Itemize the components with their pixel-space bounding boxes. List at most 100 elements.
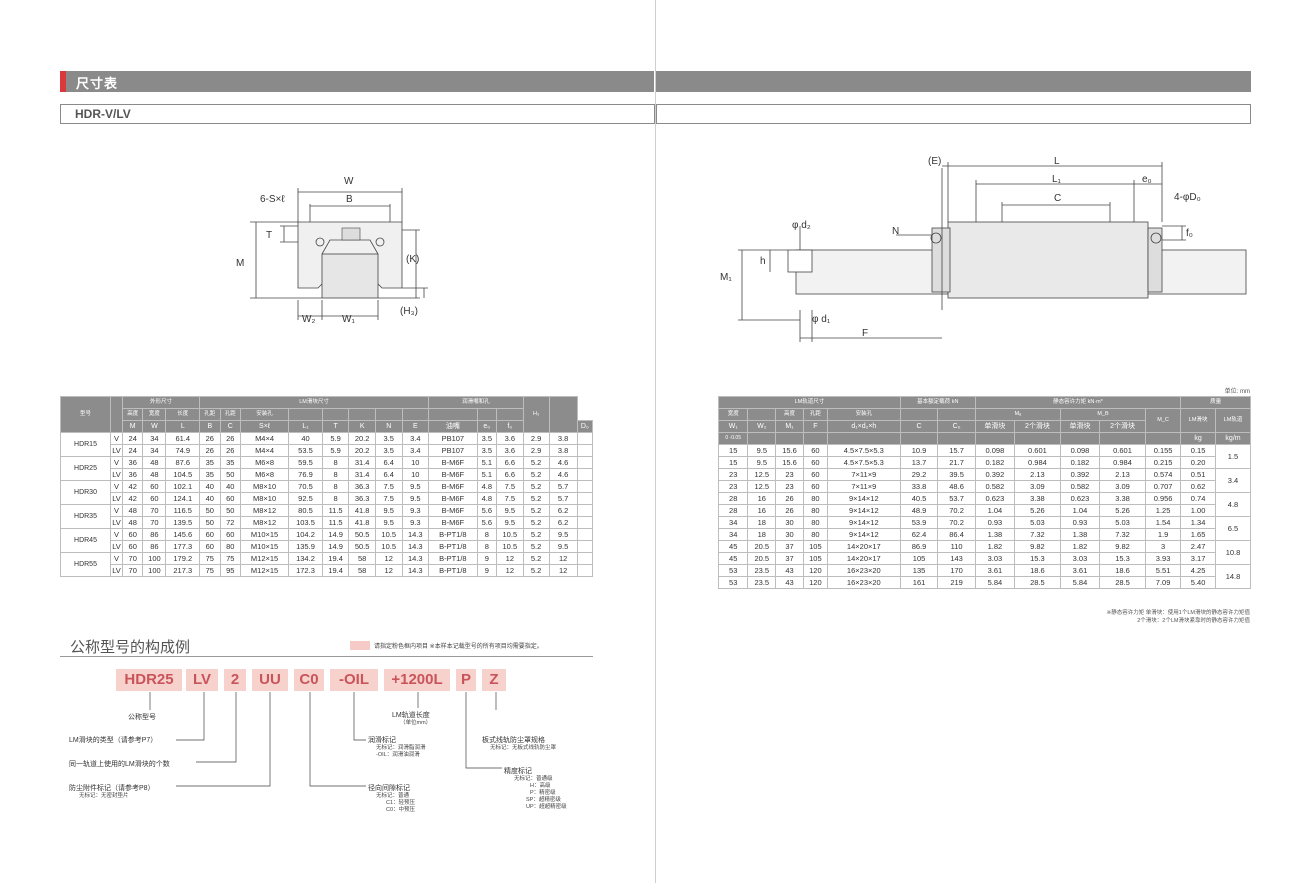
table-cell: 6.6 (496, 468, 524, 481)
table-cell: 5.1 (476, 456, 498, 469)
legend-text: 请指定粉色框内项目 ※本样本记载型号的所有项目均需要指定。 (374, 644, 543, 650)
table-cell: 12 (496, 552, 524, 565)
table-cell: M8×12 (239, 516, 290, 529)
code-block-type: LV (186, 669, 218, 691)
table-cell: 0.623 (1059, 492, 1101, 505)
table-cell: 0.098 (974, 444, 1015, 457)
table-cell: 5.2 (522, 564, 550, 577)
section-title-bar-right (656, 71, 1251, 92)
table-cell: 28 (717, 492, 749, 505)
table-cell: 48.9 (899, 504, 939, 517)
label-acc-sub4: SP：超精密级 (526, 797, 561, 803)
table-cell: 10.9 (899, 444, 939, 457)
table-cell: 9.5 (496, 504, 524, 517)
table-cell: 0.392 (974, 468, 1015, 481)
table-cell: B-M6F (428, 516, 478, 529)
dim-L: L (1054, 156, 1060, 167)
empty-cell (576, 480, 594, 493)
table-cell: M4×4 (239, 432, 290, 445)
table-cell: 4.8 (476, 492, 498, 505)
table-cell: 5.7 (548, 480, 578, 493)
table-cell: 9.5 (747, 456, 777, 469)
table-cell: M6×8 (239, 456, 290, 469)
sym-C: C (219, 420, 241, 433)
left-spec-table: 型号 外形尺寸 LM滑块尺寸 润滑嘴和孔 H₃ 高度 宽度 长度 孔距 孔距 安… (60, 396, 594, 577)
label-rail-dust-sub: 无标记：无板式线轨防尘罩 (490, 745, 557, 751)
table-cell: 10 (401, 468, 430, 481)
table-cell: 59.5 (288, 456, 323, 469)
table-cell: 50.5 (348, 528, 376, 541)
model-name: HDR-V/LV (75, 107, 131, 121)
label-length: LM轨道长度 (392, 712, 430, 719)
table-cell: 21.7 (937, 456, 976, 469)
table-cell: 35 (199, 456, 221, 469)
table-cell: 26 (199, 444, 221, 457)
table-cell: 60 (219, 528, 241, 541)
sym-nipple: 油嘴 (428, 420, 478, 433)
table-cell: 3.61 (1059, 564, 1101, 577)
table-cell: 7.5 (374, 492, 403, 505)
empty-cell (576, 468, 594, 481)
sym-M: M (121, 420, 144, 433)
table-cell: 10 (401, 456, 430, 469)
table-cell: 9×14×12 (826, 528, 901, 541)
table-cell: 16×23×20 (826, 576, 901, 589)
table-cell: 28.5 (1099, 576, 1147, 589)
table-cell: M8×10 (239, 492, 290, 505)
table-cell: 105 (802, 540, 828, 553)
table-cell: B-PT1/8 (428, 528, 478, 541)
table-cell: B-M6F (428, 456, 478, 469)
table-cell: 9×14×12 (826, 516, 901, 529)
table-cell: 12 (548, 564, 578, 577)
table-cell: 12 (374, 564, 403, 577)
cell-model: HDR30 (60, 480, 111, 505)
dim-W2: W₂ (302, 314, 315, 325)
group-outer: 外形尺寸 (121, 396, 201, 409)
sym-E: E (401, 420, 430, 433)
cell-model: HDR15 (60, 432, 111, 457)
table-cell: 37 (775, 540, 804, 553)
table-cell: 15.3 (1013, 552, 1061, 565)
table-cell: 8 (476, 528, 498, 541)
table-cell: 102.1 (165, 480, 201, 493)
table-cell: M8×10 (239, 480, 290, 493)
table-cell: 11.5 (321, 504, 350, 517)
sym-L: L (165, 420, 201, 433)
table-cell: 7.5 (496, 492, 524, 505)
cross-section-diagram: W B 6-S×ℓ T M (K) (H₃) W₂ W₁ (236, 176, 428, 325)
sym-MA: Mₐ (974, 408, 1061, 421)
table-cell: 29.2 (899, 468, 939, 481)
group-rail: LM轨道尺寸 (718, 396, 901, 409)
table-cell: 36.3 (348, 492, 376, 505)
table-cell: 1.38 (974, 528, 1015, 541)
table-cell: 19.4 (321, 564, 350, 577)
table-cell: 53.5 (288, 444, 323, 457)
table-cell: 13.7 (899, 456, 939, 469)
dim-B: B (346, 194, 353, 205)
table-cell: 0.601 (1099, 444, 1147, 457)
table-cell: 20.5 (747, 552, 777, 565)
table-cell: 87.6 (165, 456, 201, 469)
col-rail-pitch: 孔距 (802, 408, 828, 421)
group-lube: 润滑嘴和孔 (428, 396, 524, 409)
table-cell: 23 (775, 468, 804, 481)
sym-f0: f₀ (496, 420, 524, 433)
moment-notes: ※静态容许力矩 单滑块：使用1个LM滑块的静态容许力矩值 2个滑块：2个LM滑块… (1000, 609, 1250, 625)
table-cell: 36 (121, 456, 144, 469)
table-cell: 14×20×17 (826, 540, 901, 553)
table-cell: LV (110, 492, 123, 505)
table-cell: 75 (199, 552, 221, 565)
table-cell: 70.2 (937, 504, 976, 517)
composition-title: 公称型号的构成例 (70, 639, 191, 656)
table-cell: 170 (937, 564, 976, 577)
table-cell: 86.4 (937, 528, 976, 541)
table-cell: 172.3 (288, 564, 323, 577)
table-cell: 116.5 (165, 504, 201, 517)
table-cell: 6.4 (374, 456, 403, 469)
